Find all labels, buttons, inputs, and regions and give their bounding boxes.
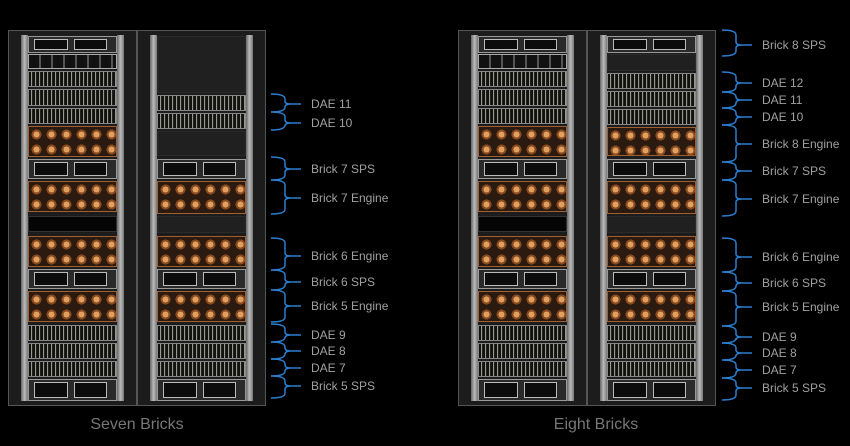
rack-unit-sps <box>607 269 696 289</box>
component-label: Brick 7 Engine <box>311 191 389 205</box>
component-label: Brick 7 SPS <box>762 164 827 178</box>
rack-unit-eng <box>28 126 117 157</box>
component-label: Brick 5 SPS <box>762 381 827 395</box>
bracket <box>270 341 301 360</box>
rack-unit-sps <box>607 36 696 53</box>
component-label: DAE 10 <box>311 116 353 130</box>
bracket <box>721 179 752 217</box>
rack-unit-sps <box>157 159 246 179</box>
rack-unit-eng <box>157 236 246 267</box>
rack-unit-sps <box>28 379 117 401</box>
bracket <box>270 269 301 291</box>
component-label: DAE 9 <box>762 330 797 344</box>
rack-unit-eng <box>28 236 117 267</box>
bracket <box>721 271 752 292</box>
bracket <box>270 375 301 399</box>
component-label: DAE 8 <box>762 346 797 360</box>
bracket <box>270 289 301 323</box>
component-label: Brick 5 SPS <box>311 379 376 393</box>
rack-unit-eng <box>157 181 246 214</box>
component-label: Brick 7 Engine <box>762 192 840 206</box>
bracket <box>270 179 301 215</box>
bracket <box>721 29 752 57</box>
rack-unit-eng <box>607 236 696 267</box>
component-label: Brick 8 Engine <box>762 137 840 151</box>
component-label: Brick 5 Engine <box>311 299 389 313</box>
bracket <box>721 124 752 163</box>
rack-unit-sps <box>607 159 696 179</box>
bracket <box>721 342 752 361</box>
component-label: Brick 8 SPS <box>762 38 827 52</box>
rack-b <box>137 30 266 406</box>
component-label: DAE 8 <box>311 344 346 358</box>
component-label: Brick 7 SPS <box>311 162 376 176</box>
bracket <box>270 93 301 113</box>
rack-unit-eng <box>478 291 567 322</box>
component-label: Brick 6 Engine <box>762 250 840 264</box>
component-label: Brick 6 SPS <box>311 275 376 289</box>
component-label: Brick 6 Engine <box>311 249 389 263</box>
component-label: DAE 12 <box>762 76 804 90</box>
bracket <box>270 323 301 343</box>
component-label: DAE 7 <box>311 361 346 375</box>
bracket <box>721 377 752 401</box>
rack-unit-sps <box>28 269 117 289</box>
rack-unit-eng <box>607 291 696 322</box>
rack-unit-empty <box>157 131 246 156</box>
rack-unit-sps <box>607 379 696 401</box>
bracket <box>270 156 301 181</box>
rack-unit-empty <box>157 36 246 93</box>
rack-c <box>458 30 587 406</box>
rack-unit-sps <box>478 269 567 289</box>
rack-unit-sps <box>478 36 567 53</box>
bracket <box>721 161 752 181</box>
rack-unit-eng <box>157 291 246 322</box>
rack-unit-sps <box>478 379 567 401</box>
component-label: Brick 6 SPS <box>762 276 827 290</box>
rack-a <box>8 30 137 406</box>
component-label: DAE 11 <box>762 93 803 107</box>
bracket <box>721 71 752 93</box>
bracket <box>721 91 752 109</box>
component-label: DAE 11 <box>311 97 352 111</box>
rack-unit-eng <box>28 291 117 322</box>
component-label: DAE 9 <box>311 328 346 342</box>
component-label: Brick 5 Engine <box>762 300 840 314</box>
bracket <box>721 107 752 126</box>
rack-unit-sps <box>28 159 117 179</box>
rack-unit-eng <box>478 126 567 157</box>
component-label: DAE 7 <box>762 363 797 377</box>
bracket <box>721 237 752 273</box>
bracket <box>270 237 301 271</box>
rack-d <box>587 30 716 406</box>
rack-unit-eng <box>478 181 567 212</box>
rack-unit-eng <box>478 236 567 267</box>
bracket <box>270 111 301 131</box>
rack-unit-eng <box>607 127 696 156</box>
bracket <box>721 290 752 327</box>
rack-unit-sps <box>157 269 246 289</box>
bracket <box>721 359 752 379</box>
rack-unit-sps <box>157 379 246 401</box>
component-label: DAE 10 <box>762 110 804 124</box>
bracket <box>270 358 301 377</box>
caption-eight-bricks: Eight Bricks <box>553 416 639 433</box>
bracket <box>721 325 752 344</box>
rack-unit-eng <box>28 181 117 212</box>
rack-unit-eng <box>607 181 696 214</box>
caption-seven-bricks: Seven Bricks <box>90 416 184 433</box>
rack-unit-sps <box>28 36 117 53</box>
